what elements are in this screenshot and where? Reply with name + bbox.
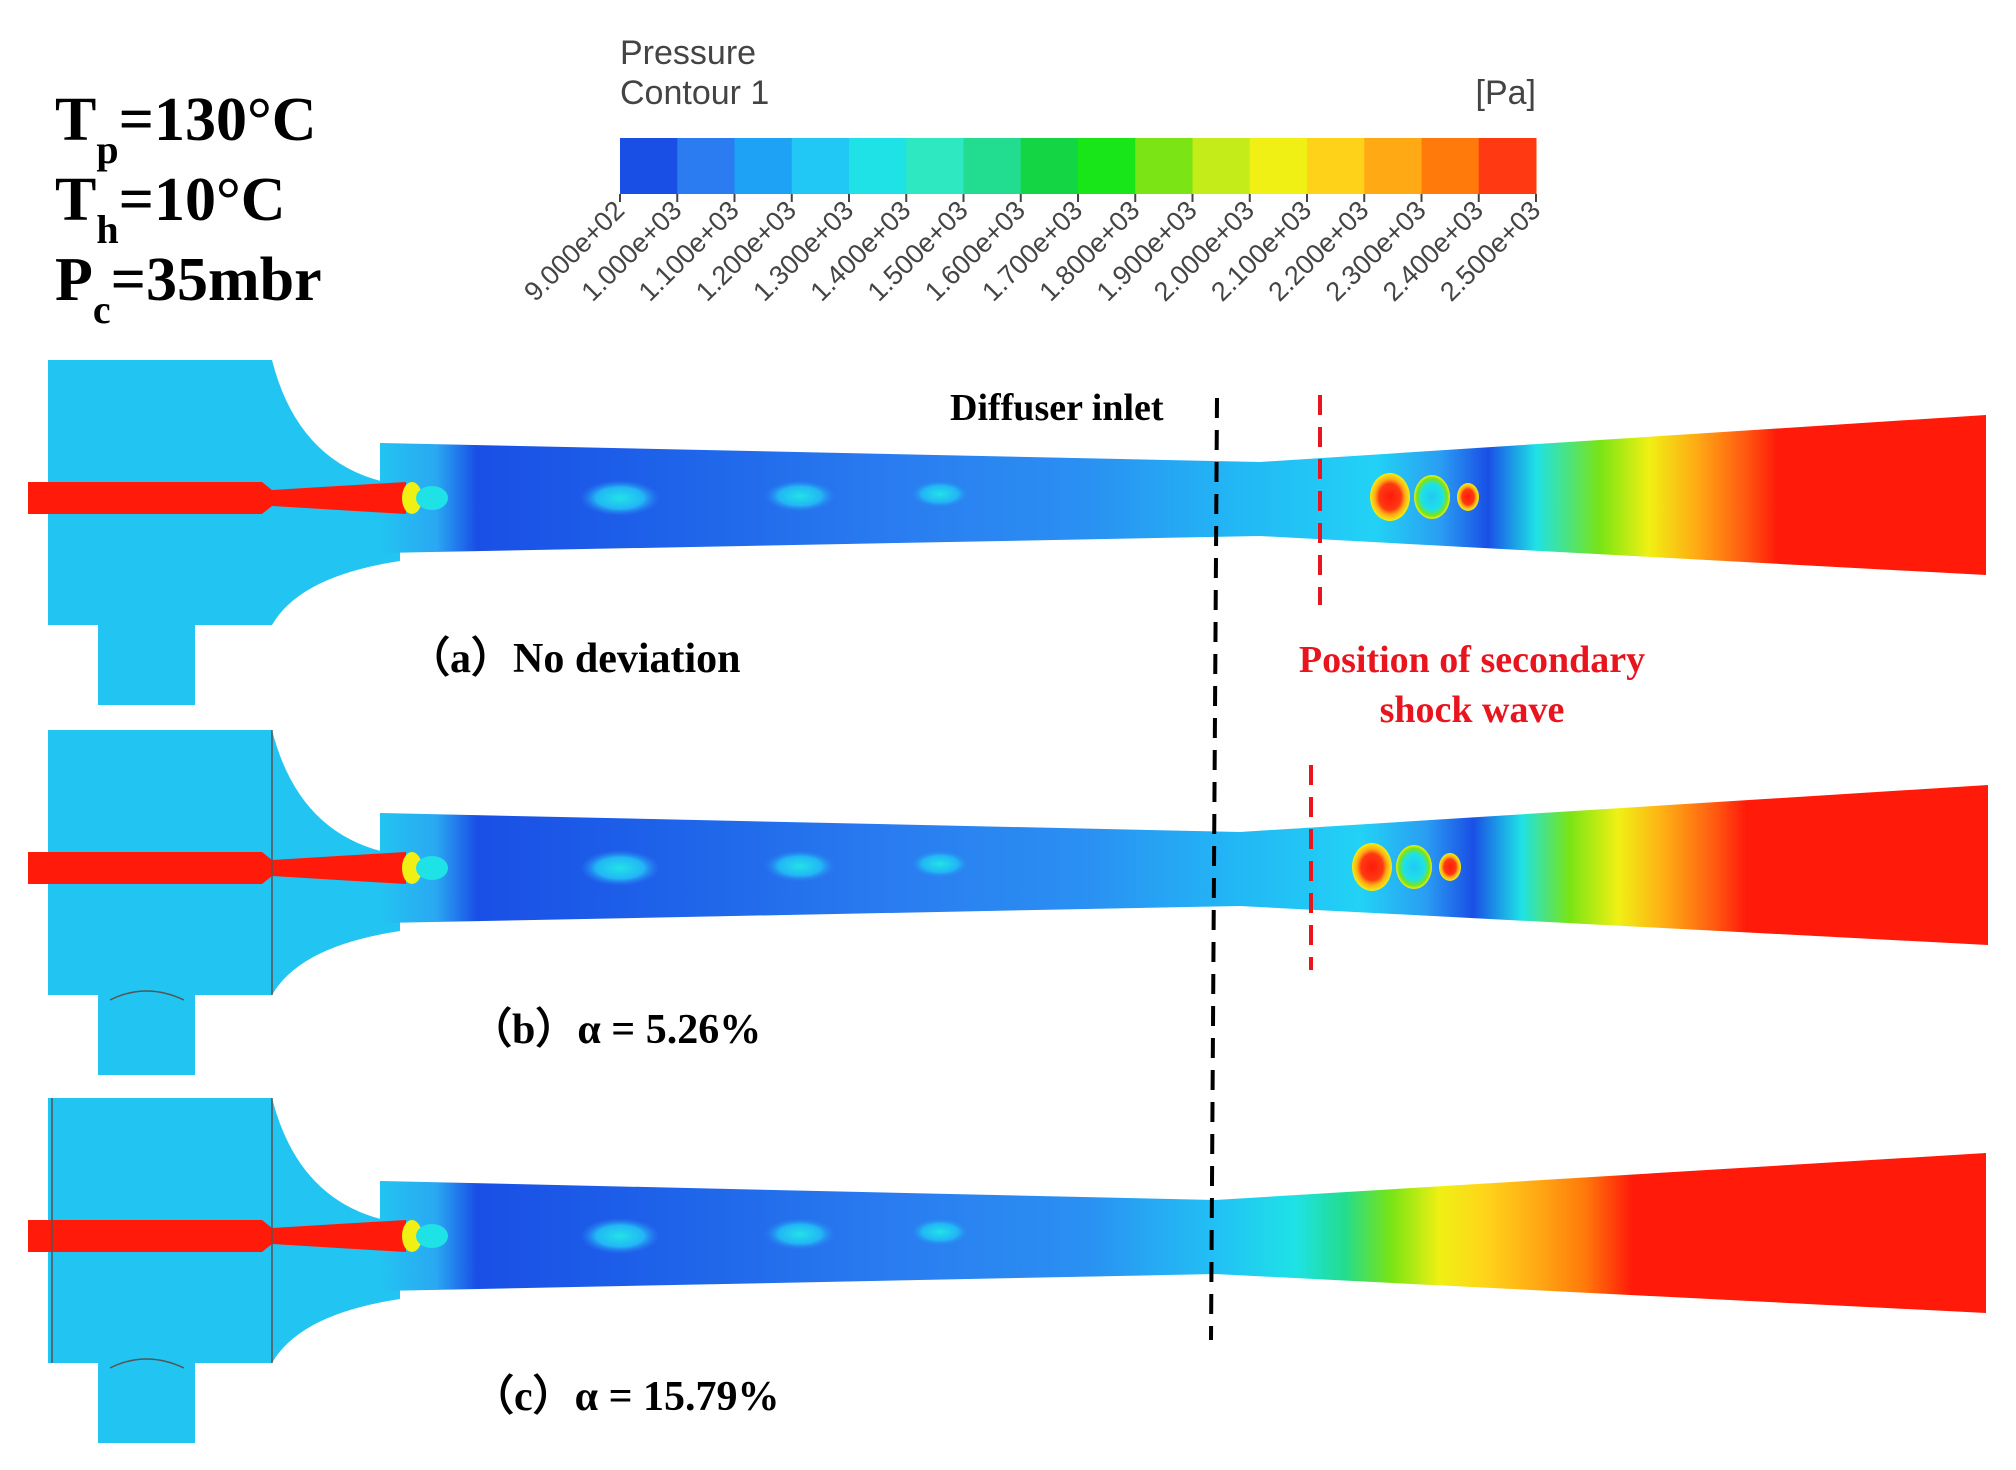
legend-swatch (1307, 138, 1365, 194)
nozzle-exit-jet (402, 482, 422, 514)
legend-swatch (1135, 138, 1193, 194)
legend-swatch (620, 138, 678, 194)
legend-swatch (791, 138, 850, 194)
pressure-cell (764, 850, 836, 882)
legend-swatch (849, 138, 907, 194)
primary-nozzle (28, 482, 406, 514)
panel-label: （b）α = 5.26% (470, 1006, 761, 1053)
mixing-diffuser-flow (380, 1153, 1986, 1313)
shock-label-line1: Position of secondary (1299, 639, 1645, 681)
pressure-cell (910, 480, 970, 508)
panel-label: （a）No deviation (408, 635, 741, 682)
nozzle-exit-jet (416, 486, 448, 510)
legend-swatch (1478, 138, 1537, 194)
shock-cell (1457, 483, 1479, 511)
inlet-outline (109, 990, 185, 1001)
shock-cell (1414, 475, 1450, 519)
pressure-cell (910, 1218, 970, 1246)
pressure-cell (580, 480, 660, 516)
pressure-cell (910, 850, 970, 878)
nozzle-exit-jet (416, 1224, 448, 1248)
diffuser-inlet-marker: Diffuser inlet (950, 387, 1219, 1341)
pressure-cell (580, 850, 660, 886)
mixing-diffuser-flow (380, 785, 1988, 945)
suction-chamber (48, 1098, 400, 1443)
legend-title: Pressure (620, 34, 756, 72)
legend-unit: [Pa] (1476, 74, 1536, 112)
shock-cell (1370, 473, 1410, 521)
legend-colorbar (620, 138, 1537, 194)
legend-swatch (1078, 138, 1136, 194)
nozzle-exit-jet (402, 1220, 422, 1252)
legend-tick-labels: 9.000e+021.000e+031.100e+031.200e+031.30… (518, 194, 1546, 307)
primary-nozzle (28, 852, 406, 884)
secondary-shock-markers: Position of secondary shock wave (1299, 395, 1645, 970)
suction-chamber (48, 360, 400, 705)
shock-cell (1439, 853, 1461, 881)
ejector-panel: （b）α = 5.26% (28, 730, 1988, 1075)
condition-primary-temperature: Tp=130°C (55, 86, 317, 172)
condition-secondary-temperature: Th=10°C (55, 166, 286, 252)
primary-nozzle (28, 1220, 406, 1252)
ejector-panel: （a）No deviation (28, 360, 1986, 705)
pressure-legend: Pressure Contour 1 [Pa] 9.000e+021.000e+… (518, 34, 1546, 307)
nozzle-exit-jet (402, 852, 422, 884)
shock-cell (1352, 843, 1392, 891)
mixing-diffuser-flow (380, 415, 1986, 575)
legend-swatch (1249, 138, 1308, 194)
diffuser-inlet-line (1209, 397, 1219, 1341)
diffuser-inlet-label: Diffuser inlet (950, 387, 1164, 429)
legend-swatch (1421, 138, 1480, 194)
panel-label: （c）α = 15.79% (472, 1373, 780, 1420)
operating-conditions: Tp=130°C Th=10°C Pc=35mbr (55, 86, 322, 332)
inlet-outline (109, 1358, 185, 1369)
ejector-panel: （c）α = 15.79% (28, 1098, 1986, 1443)
legend-swatch (963, 138, 1022, 194)
ejector-panels: （a）No deviation （b）α = 5.26% （c）α = 15.79% (28, 360, 1988, 1443)
condition-condenser-pressure: Pc=35mbr (55, 246, 322, 332)
suction-chamber (48, 730, 400, 1075)
legend-swatch (906, 138, 964, 194)
legend-swatch (1364, 138, 1422, 194)
pressure-cell (764, 1218, 836, 1250)
nozzle-exit-jet (416, 856, 448, 880)
pressure-cell (580, 1218, 660, 1254)
pressure-cell (764, 480, 836, 512)
legend-subtitle: Contour 1 (620, 74, 769, 112)
legend-swatch (734, 138, 793, 194)
legend-swatch (1020, 138, 1079, 194)
legend-swatch (1192, 138, 1251, 194)
legend-swatch (677, 138, 735, 194)
shock-cell (1396, 845, 1432, 889)
shock-label-line2: shock wave (1380, 689, 1565, 731)
